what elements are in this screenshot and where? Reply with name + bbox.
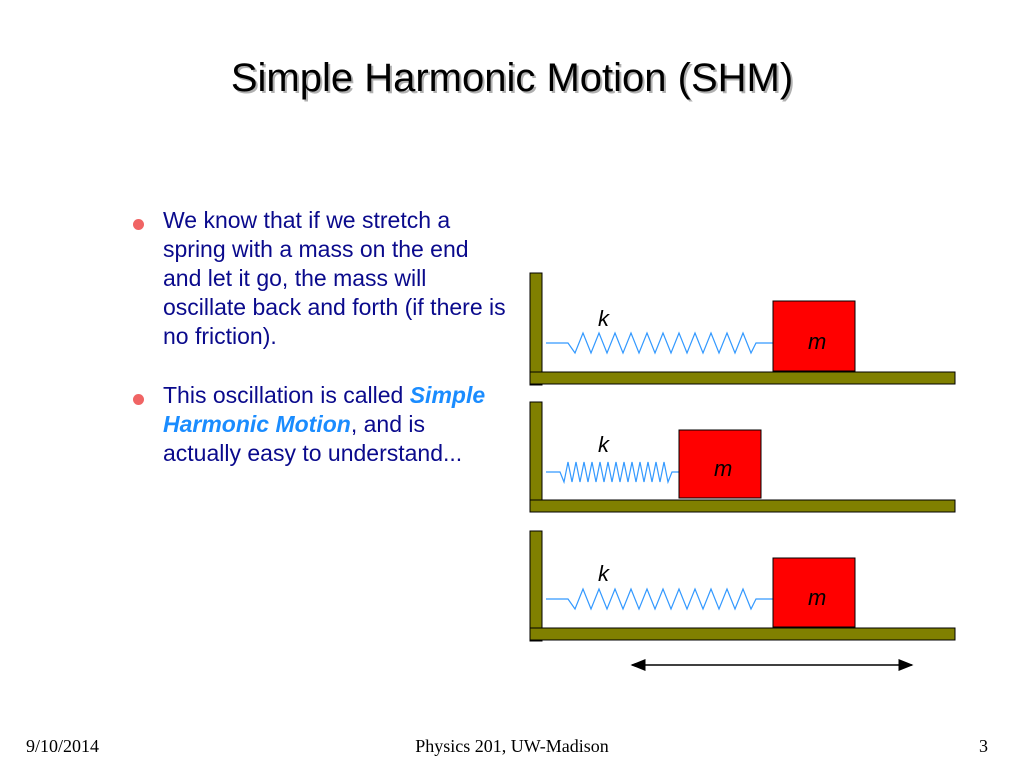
spring-panel-1: k m <box>529 272 956 386</box>
bullet-text-2-before: This oscillation is called <box>163 382 410 408</box>
spring-constant-label: k <box>598 561 610 586</box>
mass-label: m <box>714 456 732 481</box>
bullet-dot-icon <box>133 394 144 405</box>
spring-icon <box>546 461 679 485</box>
spring-constant-label: k <box>598 432 610 457</box>
bullet-text-1: We know that if we stretch a spring with… <box>163 207 506 349</box>
mass-label: m <box>808 329 826 354</box>
wall <box>529 530 543 642</box>
floor <box>529 627 956 641</box>
spring-icon <box>546 331 773 355</box>
floor <box>529 371 956 385</box>
floor <box>529 499 956 513</box>
wall <box>529 401 543 513</box>
mass-label: m <box>808 585 826 610</box>
footer-course: Physics 201, UW-Madison <box>415 736 609 756</box>
bullet-item-2: This oscillation is called Simple Harmon… <box>128 381 508 468</box>
bullet-item-1: We know that if we stretch a spring with… <box>128 206 508 351</box>
mass-block <box>678 429 762 499</box>
bullet-dot-icon <box>133 219 144 230</box>
spring-panel-2: k m <box>529 401 956 513</box>
spring-constant-label: k <box>598 306 610 331</box>
spring-icon <box>546 587 773 611</box>
bullet-text-2-after: , and is actually easy to understand... <box>163 411 463 466</box>
spring-panel-3: k m <box>529 530 956 642</box>
slide-title: Simple Harmonic Motion (SHM) <box>230 56 794 100</box>
footer-date: 9/10/2014 <box>26 736 100 756</box>
wall <box>529 272 543 386</box>
mass-block <box>772 300 856 372</box>
shm-emphasis: Simple Harmonic Motion <box>163 382 486 437</box>
bullet-list: We know that if we stretch a spring with… <box>128 206 508 498</box>
footer-page-number: 3 <box>979 736 988 756</box>
mass-block <box>772 557 856 628</box>
